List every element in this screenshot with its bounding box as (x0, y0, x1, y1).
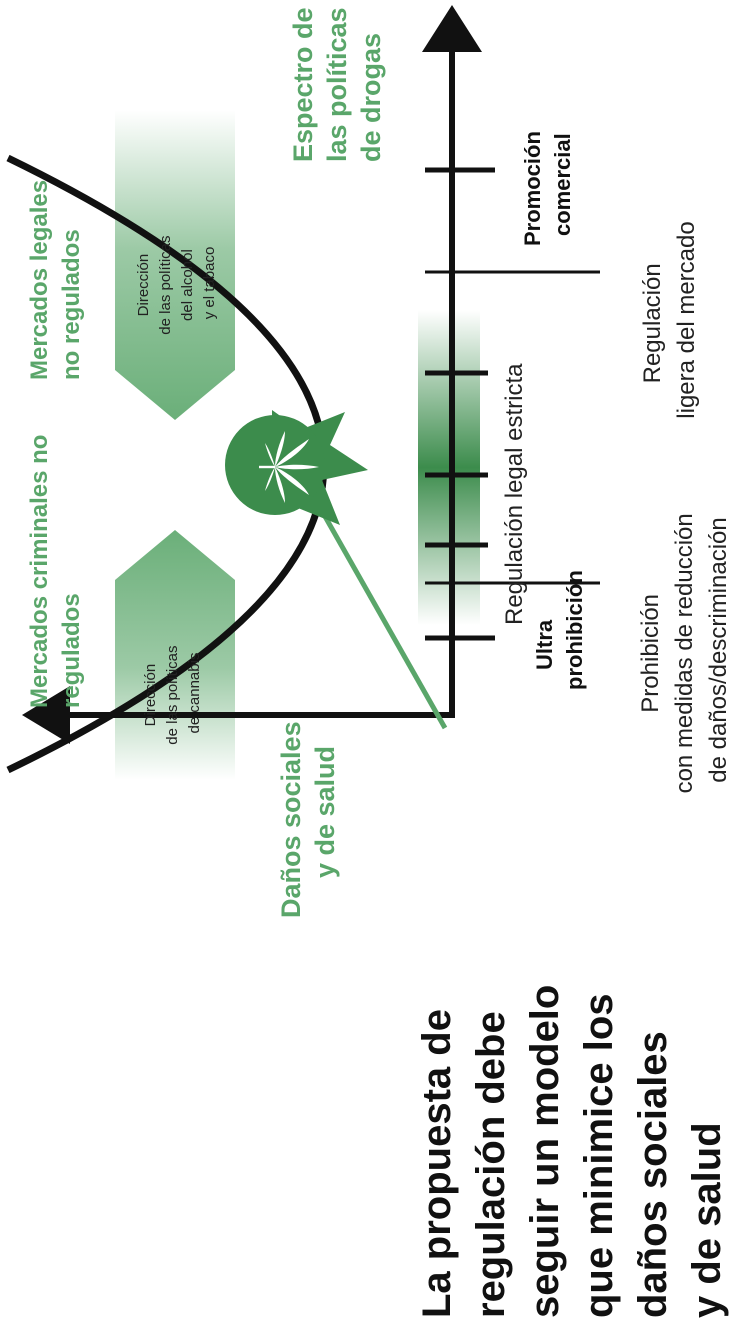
policy-axis-arrowhead (422, 5, 482, 52)
harm-axis-label: Daños sociales y de salud (276, 714, 340, 918)
cannabis-icon (225, 410, 368, 525)
harm-axis-arrowhead (22, 686, 70, 744)
regulacion-ligera-label: Regulación ligera del mercado (639, 221, 700, 418)
promocion-comercial-label: Promoción comercial (520, 125, 575, 246)
ultra-prohibicion-label: Ultra prohibición (532, 570, 587, 690)
criminal-markets-label: Mercados criminales no regulados (26, 428, 85, 708)
alcohol-direction-text: Dirección de las políticas del alcohol y… (135, 231, 218, 334)
headline: La propuesta de regulación debe seguir u… (415, 974, 729, 1318)
cannabis-direction-text: Dirección de las políticas de cannabis (142, 641, 203, 744)
spectrum-axis-label: Espectro de las políticas de drogas (288, 0, 386, 162)
prohibicion-label: Prohibición con medidas de reducción de … (637, 507, 732, 794)
pointer-line (307, 488, 448, 730)
alcohol-direction-arrow (115, 110, 235, 420)
legal-markets-label: Mercados legales no regulados (26, 173, 85, 380)
regulacion-estricta-label: Regulación legal estricta (501, 363, 528, 625)
cannabis-leaf-icon (259, 431, 319, 503)
